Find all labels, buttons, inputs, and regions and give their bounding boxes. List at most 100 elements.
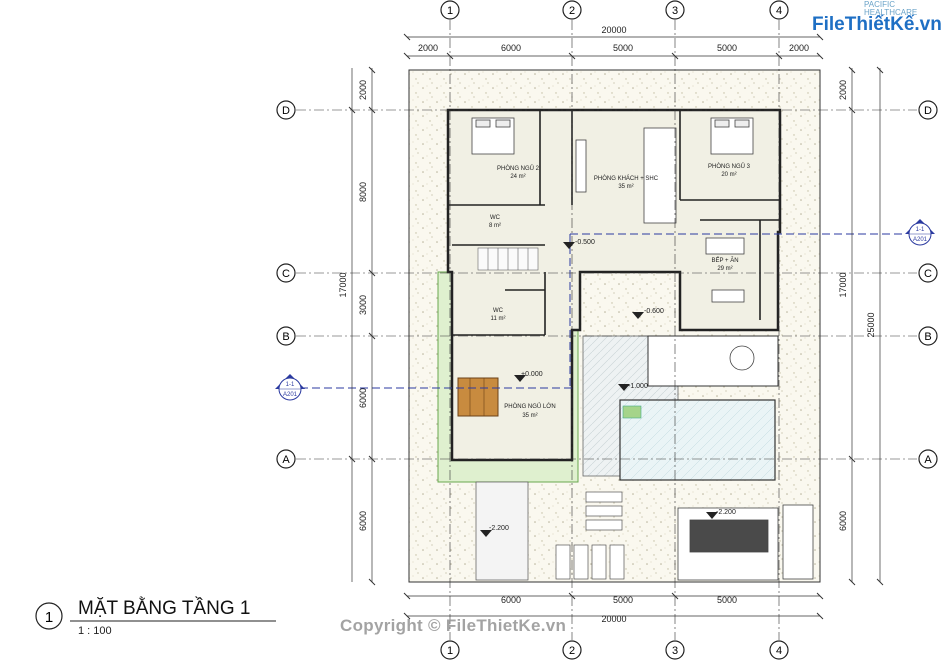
pillow-icon (734, 119, 750, 128)
svg-text:D: D (924, 105, 932, 117)
room-area: 24 m² (510, 174, 525, 180)
svg-text:A201: A201 (913, 237, 928, 243)
furniture (471, 117, 755, 371)
svg-text:2: 2 (569, 645, 575, 657)
svg-text:6000: 6000 (838, 511, 848, 531)
drawing-title: 1 MẶT BẰNG TẦNG 1 1 : 100 (35, 597, 276, 637)
drawing-name: MẶT BẰNG TẦNG 1 (78, 597, 250, 619)
svg-text:6000: 6000 (358, 511, 368, 531)
pillow-icon (475, 119, 491, 128)
svg-text:6000: 6000 (501, 595, 521, 605)
copyright-watermark: Copyright © FileThietKe.vn (340, 616, 567, 635)
room-area: 35 m² (522, 413, 537, 419)
svg-text:2000: 2000 (418, 43, 438, 53)
svg-text:B: B (282, 331, 289, 343)
room-name: WC (493, 308, 504, 314)
svg-text:6000: 6000 (501, 43, 521, 53)
svg-text:3: 3 (672, 5, 678, 17)
brand-logo: PACIFIC HEALTHCARE FileThiếtKế.vn (812, 1, 942, 48)
dimension-text-top: 20000 2000 6000 5000 5000 2000 (418, 25, 809, 53)
svg-text:20000: 20000 (601, 614, 626, 624)
room-area: 29 m² (717, 266, 732, 272)
svg-text:A: A (282, 454, 290, 466)
pillow-icon (714, 119, 730, 128)
outdoor-table-icon (729, 345, 755, 371)
room-name: PHÒNG NGỦ 2 (497, 165, 540, 172)
svg-text:6000: 6000 (358, 388, 368, 408)
drawing-number: 1 (45, 609, 53, 626)
room-area: 11 m² (491, 316, 506, 322)
svg-text:A: A (924, 454, 932, 466)
grid-lines (296, 20, 917, 640)
svg-text:17000: 17000 (838, 272, 848, 297)
svg-text:3000: 3000 (358, 295, 368, 315)
section-marker-right: 1-1 A201 (905, 219, 935, 246)
svg-text:+0.000: +0.000 (521, 371, 543, 378)
svg-text:3: 3 (672, 645, 678, 657)
svg-text:1-1: 1-1 (916, 227, 925, 233)
svg-text:-0.500: -0.500 (575, 239, 595, 246)
room-name: WC (490, 215, 501, 221)
svg-text:D: D (282, 105, 290, 117)
grid-bubbles-right: D C B A (918, 100, 938, 469)
dimension-text-left: 2000 8000 3000 6000 6000 17000 (338, 80, 368, 531)
tv-cabinet-icon (643, 127, 677, 224)
dimension-lines (351, 36, 881, 617)
svg-text:C: C (282, 268, 290, 280)
grid-bubbles-bottom: 1 2 3 4 (440, 640, 789, 660)
sofa-icon (575, 139, 587, 193)
svg-text:-2.200: -2.200 (716, 509, 736, 516)
room-name: PHÒNG NGỦ LỚN (504, 403, 555, 410)
svg-text:1: 1 (447, 645, 453, 657)
svg-text:2000: 2000 (789, 43, 809, 53)
svg-text:2: 2 (569, 5, 575, 17)
dimension-ticks (348, 33, 884, 620)
grid-bubbles-left: D C B A (276, 100, 296, 469)
svg-text:B: B (924, 331, 931, 343)
room-area: 8 m² (489, 223, 501, 229)
svg-text:2000: 2000 (838, 80, 848, 100)
kitchen-island-icon (705, 237, 745, 255)
room-name: BẾP + ĂN (711, 257, 738, 264)
drawing-scale: 1 : 100 (78, 625, 112, 637)
svg-text:5000: 5000 (717, 595, 737, 605)
svg-text:5000: 5000 (717, 43, 737, 53)
svg-text:17000: 17000 (338, 272, 348, 297)
svg-text:2000: 2000 (358, 80, 368, 100)
svg-text:A201: A201 (283, 392, 298, 398)
grid-bubbles-top: 1 2 3 4 (440, 0, 789, 20)
parking (677, 504, 814, 581)
svg-text:-2.200: -2.200 (489, 525, 509, 532)
svg-text:4: 4 (776, 645, 782, 657)
room-labels: PHÒNG NGỦ 2 24 m² PHÒNG KHÁCH + SHC 35 m… (489, 163, 751, 419)
section-marker-left: 1-1 A201 (275, 374, 305, 401)
svg-text:1: 1 (447, 5, 453, 17)
interior-walls (448, 110, 780, 336)
room-name: PHÒNG NGỦ 3 (708, 163, 751, 170)
pillow-icon (495, 119, 511, 128)
stair (477, 247, 539, 271)
svg-text:4: 4 (776, 5, 782, 17)
room-name: PHÒNG KHÁCH + SHC (594, 175, 659, 182)
svg-text:1-1: 1-1 (286, 382, 295, 388)
level-markers: -0.500 -0.600 +0.000 -1.000 -2.200 -2.20… (480, 239, 736, 537)
room-area: 20 m² (721, 172, 736, 178)
pool-planter (622, 405, 642, 419)
walkway (475, 481, 625, 581)
svg-text:-0.600: -0.600 (644, 308, 664, 315)
dimension-text-right: 2000 17000 6000 25000 (838, 80, 876, 531)
svg-text:-1.000: -1.000 (628, 383, 648, 390)
terrace-upper (647, 335, 779, 387)
svg-text:C: C (924, 268, 932, 280)
svg-text:8000: 8000 (358, 182, 368, 202)
dimension-text-bottom: 6000 5000 5000 20000 (501, 595, 737, 624)
swimming-pool (619, 399, 776, 481)
svg-text:5000: 5000 (613, 43, 633, 53)
svg-text:25000: 25000 (866, 312, 876, 337)
brand-logo-text: FileThiếtKế.vn (812, 14, 942, 35)
master-bed-icon (457, 377, 499, 417)
svg-text:20000: 20000 (601, 25, 626, 35)
dining-table-icon (711, 289, 745, 303)
